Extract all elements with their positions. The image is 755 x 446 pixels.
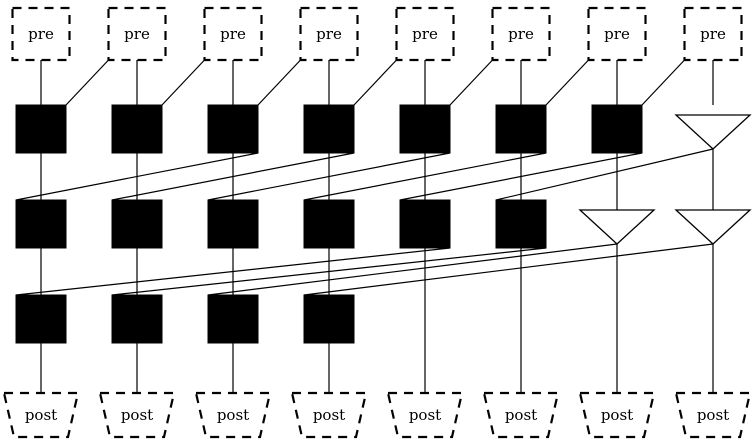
post-node-label: post bbox=[505, 406, 537, 424]
node-filled-square-row3-col1[interactable] bbox=[15, 294, 67, 344]
post-node-outline bbox=[386, 391, 464, 439]
edge-diag-row2-2-to-row1-4 bbox=[111, 152, 355, 201]
pre-node-label: pre bbox=[604, 25, 630, 43]
pre-node-col2[interactable] bbox=[107, 6, 167, 62]
node-hollow-triangle-row2-col7[interactable] bbox=[578, 209, 656, 245]
node-filled-square-row1-col5[interactable] bbox=[399, 104, 451, 154]
node-filled-square-row1-col3[interactable] bbox=[207, 104, 259, 154]
edge-diag-pre3-to-row1-2 bbox=[161, 59, 205, 106]
post-node-label: post bbox=[217, 406, 249, 424]
edge-diag-row2-1-to-row1-3 bbox=[15, 152, 259, 201]
pre-node-col7[interactable] bbox=[587, 6, 647, 62]
post-node-col6[interactable] bbox=[482, 391, 560, 439]
node-filled-square-row1-col6[interactable] bbox=[495, 104, 547, 154]
pre-node-col3[interactable] bbox=[203, 6, 263, 62]
pre-node-outline bbox=[11, 6, 71, 62]
pre-node-outline bbox=[683, 6, 743, 62]
pre-node-outline bbox=[203, 6, 263, 62]
node-filled-square-row1-col4[interactable] bbox=[303, 104, 355, 154]
edge-diag-row2-3-to-row1-5 bbox=[207, 152, 451, 201]
post-node-label: post bbox=[601, 406, 633, 424]
edge-diag-row2-6-to-row1-8 bbox=[495, 148, 714, 201]
node-filled-square-row2-col5[interactable] bbox=[399, 199, 451, 249]
post-node-col5[interactable] bbox=[386, 391, 464, 439]
edge-diag-pre4-to-row1-3 bbox=[257, 59, 301, 106]
post-node-outline bbox=[98, 391, 176, 439]
post-node-outline bbox=[578, 391, 656, 439]
edge-diag-row3-1-to-row2-5 bbox=[15, 247, 451, 296]
post-node-label: post bbox=[313, 406, 345, 424]
post-node-col2[interactable] bbox=[98, 391, 176, 439]
pre-node-outline bbox=[395, 6, 455, 62]
pre-node-label: pre bbox=[124, 25, 150, 43]
edge-diag-row2-4-to-row1-6 bbox=[303, 152, 547, 201]
pre-node-label: pre bbox=[508, 25, 534, 43]
pre-node-label: pre bbox=[316, 25, 342, 43]
node-filled-square-row2-col3[interactable] bbox=[207, 199, 259, 249]
edge-diag-row2-5-to-row1-7 bbox=[399, 152, 643, 201]
pre-node-col8[interactable] bbox=[683, 6, 743, 62]
edge-diag-row3-3-to-row2-7 bbox=[207, 243, 618, 296]
node-filled-square-row2-col4[interactable] bbox=[303, 199, 355, 249]
pre-node-col5[interactable] bbox=[395, 6, 455, 62]
pre-node-outline bbox=[299, 6, 359, 62]
post-node-label: post bbox=[25, 406, 57, 424]
post-node-label: post bbox=[121, 406, 153, 424]
edge-diag-row3-4-to-row2-8 bbox=[303, 243, 714, 296]
pre-node-label: pre bbox=[28, 25, 54, 43]
node-hollow-triangle-row2-col8[interactable] bbox=[674, 209, 752, 245]
post-node-outline bbox=[290, 391, 368, 439]
node-filled-square-row2-col1[interactable] bbox=[15, 199, 67, 249]
node-filled-square-row3-col2[interactable] bbox=[111, 294, 163, 344]
edge-diag-pre5-to-row1-4 bbox=[353, 59, 397, 106]
edge-diag-pre7-to-row1-6 bbox=[545, 59, 589, 106]
edge-diag-pre8-to-row1-7 bbox=[641, 59, 685, 106]
post-node-label: post bbox=[697, 406, 729, 424]
post-node-outline bbox=[2, 391, 80, 439]
edges-layer bbox=[15, 59, 714, 393]
pre-node-outline bbox=[107, 6, 167, 62]
node-filled-square-row1-col2[interactable] bbox=[111, 104, 163, 154]
post-node-col4[interactable] bbox=[290, 391, 368, 439]
node-filled-square-row3-col3[interactable] bbox=[207, 294, 259, 344]
post-node-col7[interactable] bbox=[578, 391, 656, 439]
edge-diag-pre2-to-row1-1 bbox=[65, 59, 109, 106]
labels-layer: pre pre pre pre pre pre pre pre post post post post… bbox=[25, 25, 729, 424]
post-node-col3[interactable] bbox=[194, 391, 272, 439]
post-node-col8[interactable] bbox=[674, 391, 752, 439]
node-hollow-triangle-row1-col8[interactable] bbox=[674, 114, 752, 150]
edge-diag-pre6-to-row1-5 bbox=[449, 59, 493, 106]
pre-node-label: pre bbox=[700, 25, 726, 43]
pre-node-outline bbox=[587, 6, 647, 62]
nodes-layer bbox=[2, 6, 752, 439]
pre-node-label: pre bbox=[220, 25, 246, 43]
post-node-label: post bbox=[409, 406, 441, 424]
pre-node-label: pre bbox=[412, 25, 438, 43]
post-node-outline bbox=[194, 391, 272, 439]
node-filled-square-row3-col4[interactable] bbox=[303, 294, 355, 344]
pre-node-col4[interactable] bbox=[299, 6, 359, 62]
edge-diag-row3-2-to-row2-6 bbox=[111, 247, 547, 296]
node-filled-square-row1-col1[interactable] bbox=[15, 104, 67, 154]
node-filled-square-row2-col6[interactable] bbox=[495, 199, 547, 249]
node-filled-square-row2-col2[interactable] bbox=[111, 199, 163, 249]
pre-node-col1[interactable] bbox=[11, 6, 71, 62]
post-node-outline bbox=[482, 391, 560, 439]
node-filled-square-row1-col7[interactable] bbox=[591, 104, 643, 154]
pre-node-col6[interactable] bbox=[491, 6, 551, 62]
pre-node-outline bbox=[491, 6, 551, 62]
post-node-outline bbox=[674, 391, 752, 439]
post-node-col1[interactable] bbox=[2, 391, 80, 439]
